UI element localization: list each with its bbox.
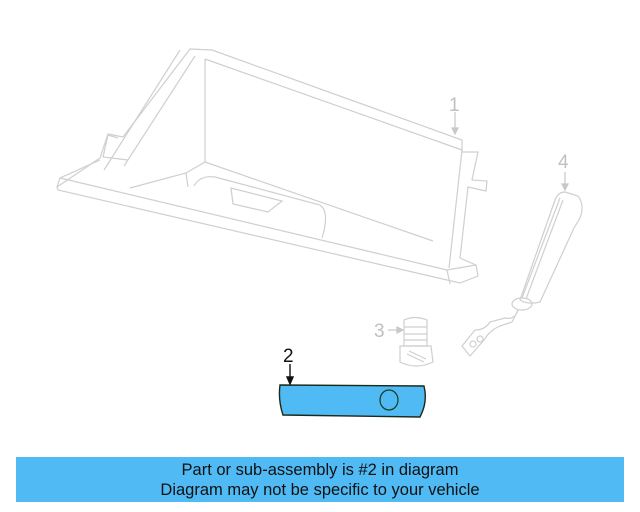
banner-line-2: Diagram may not be specific to your vehi… — [160, 481, 480, 499]
callout-3-arrow — [388, 326, 405, 334]
callout-2-label: 2 — [283, 346, 294, 367]
glove-box-drawing — [56, 48, 488, 285]
callout-4-arrow — [561, 172, 569, 192]
part-2-hole — [379, 389, 399, 411]
screw-drawing — [399, 316, 434, 367]
callout-4-label: 4 — [558, 152, 569, 173]
callout-1-arrow — [451, 112, 459, 136]
callout-3-label: 3 — [374, 321, 385, 342]
info-banner: Part or sub-assembly is #2 in diagram Di… — [16, 457, 624, 502]
callout-2-arrow — [285, 364, 295, 386]
banner-line-1: Part or sub-assembly is #2 in diagram — [181, 461, 459, 479]
callout-1-label: 1 — [449, 95, 460, 116]
highlighted-part-2[interactable] — [278, 384, 427, 418]
strut-drawing — [461, 191, 583, 357]
